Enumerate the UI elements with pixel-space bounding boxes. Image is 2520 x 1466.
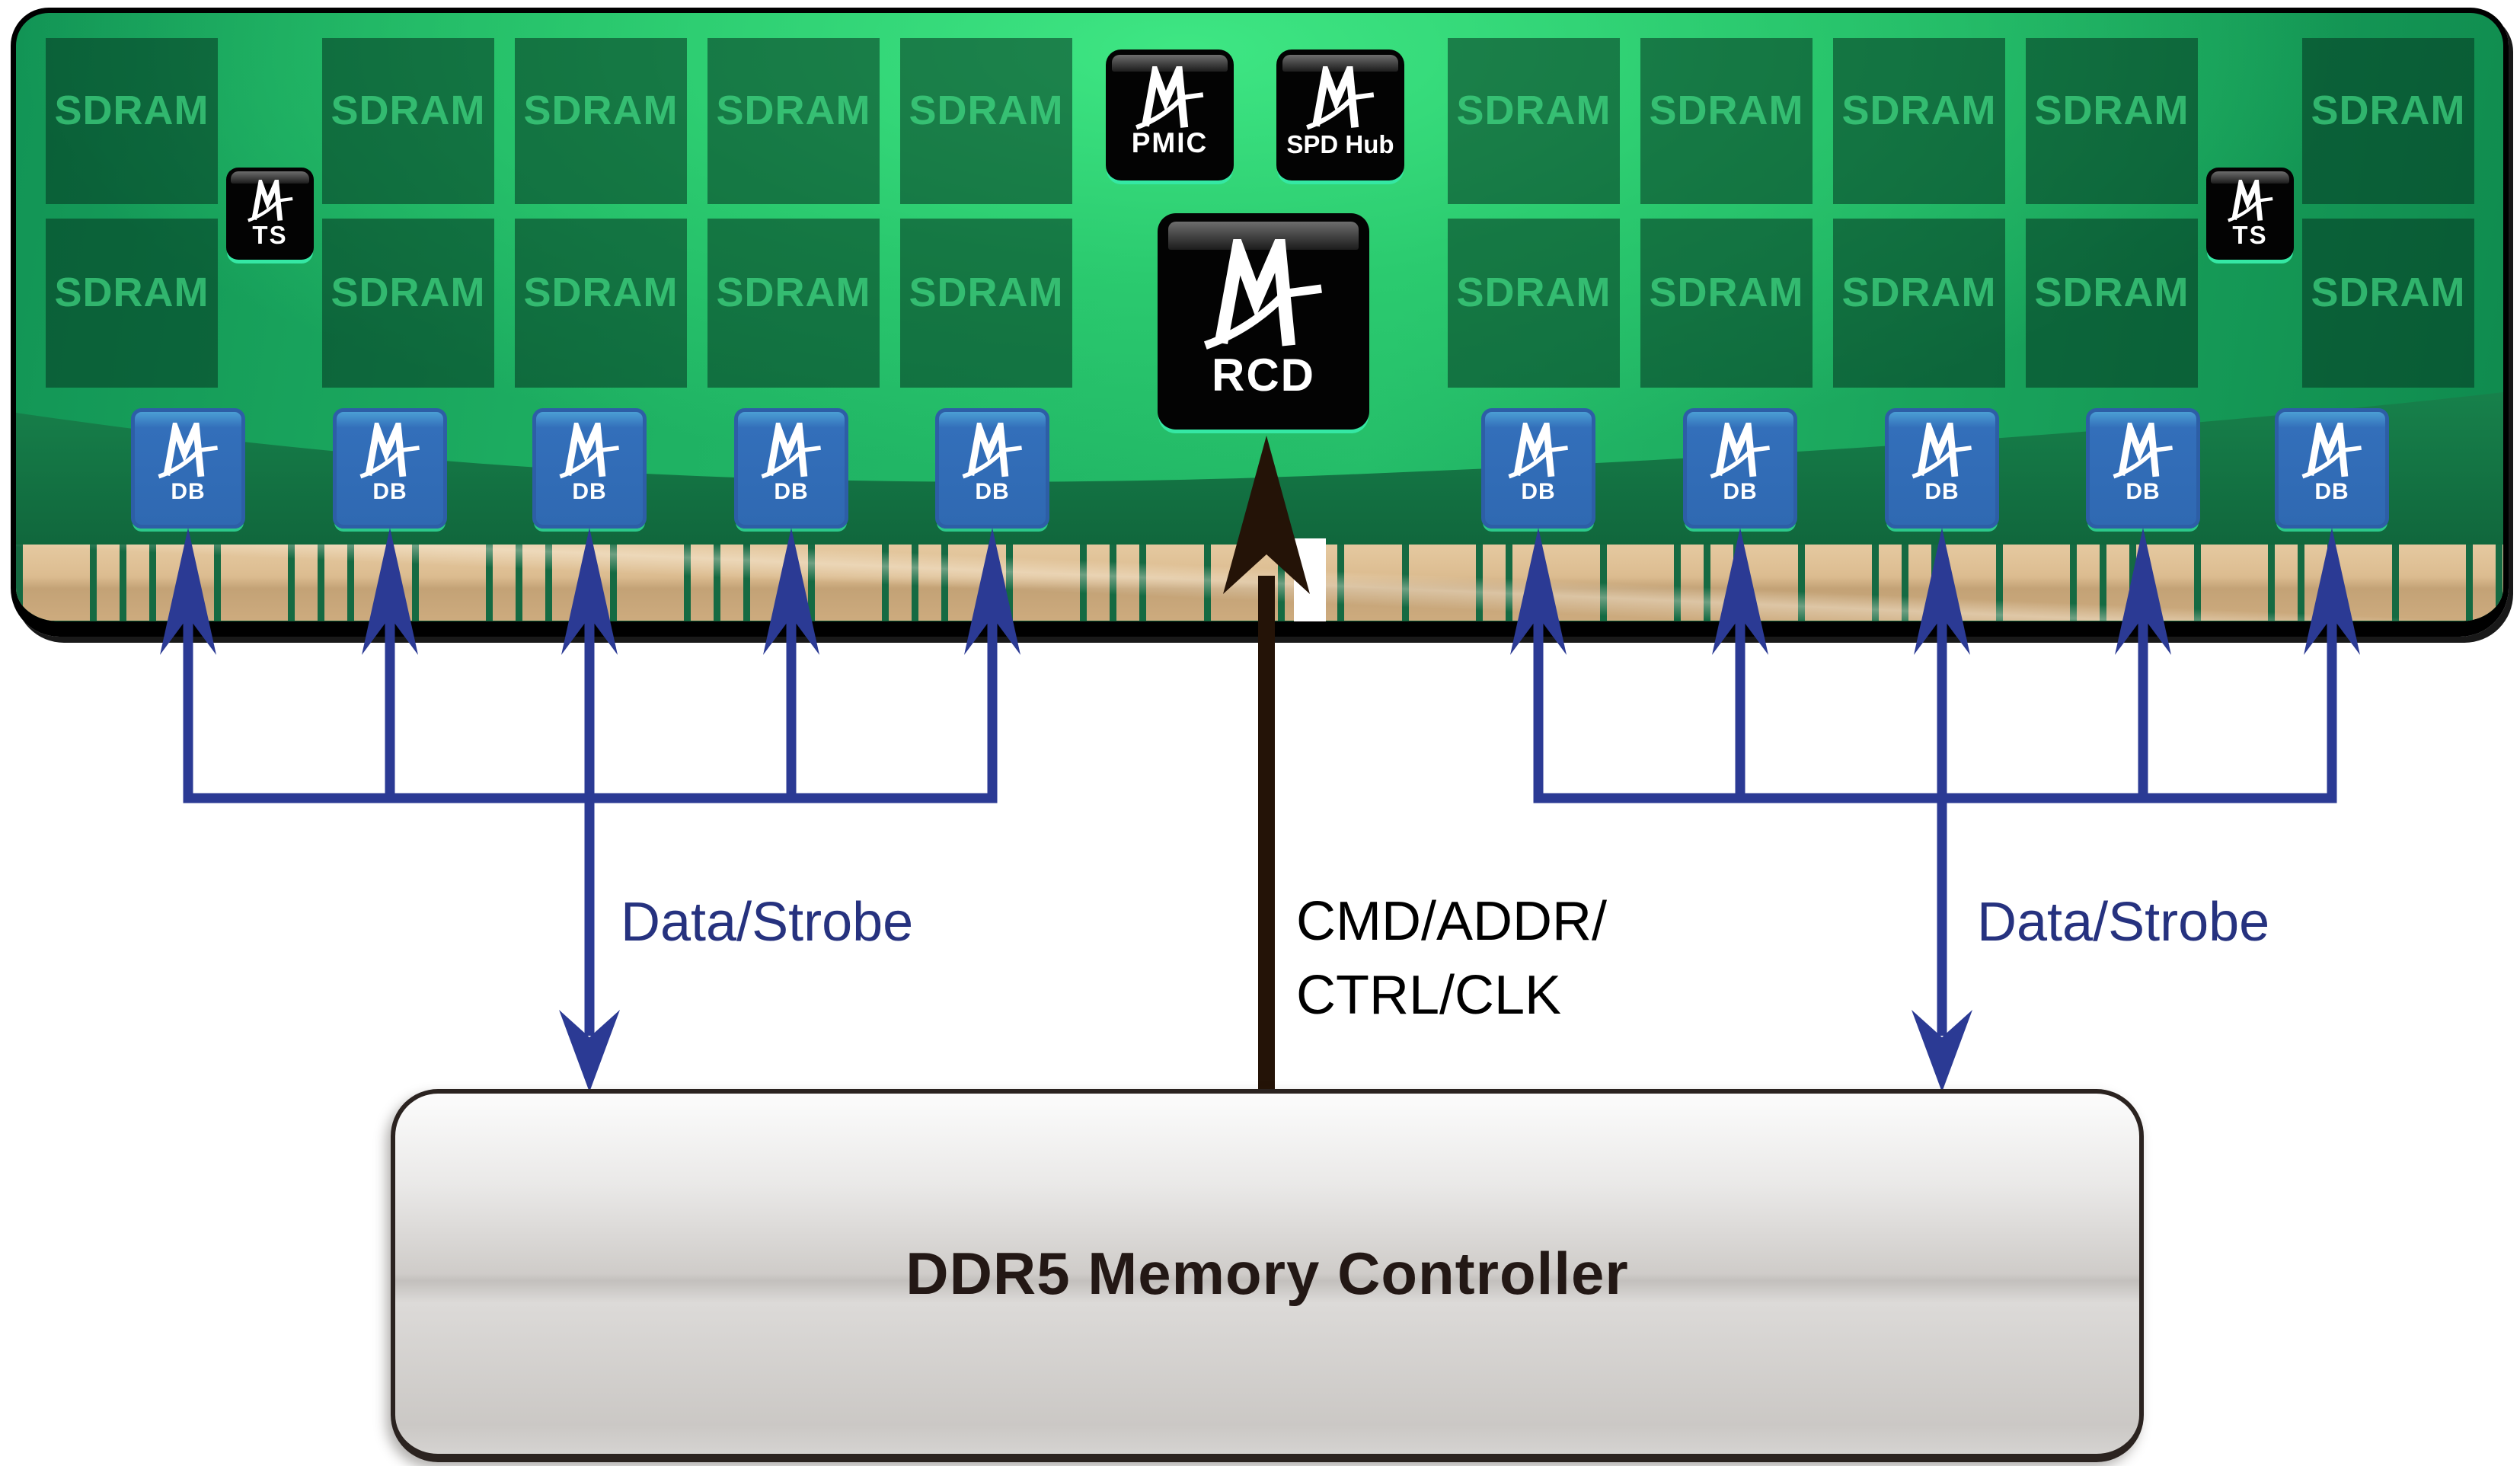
dimm-module: SDRAM SDRAM SDRAM SDRAM SDRAM SDRAM SDRA… — [11, 8, 2509, 637]
montage-logo-icon — [2300, 423, 2364, 479]
cmd-addr-line2: CTRL/CLK — [1296, 965, 1562, 1026]
sdram-chip: SDRAM — [900, 219, 1072, 388]
cmd-addr-line1: CMD/ADDR/ — [1296, 891, 1607, 952]
sdram-chip: SDRAM — [1640, 219, 1813, 388]
montage-logo-icon — [1133, 66, 1206, 130]
montage-logo-icon — [247, 180, 294, 222]
sdram-chip: SDRAM — [46, 219, 218, 388]
spd-hub-chip: SPD Hub — [1276, 50, 1404, 180]
sdram-chip: SDRAM — [1448, 219, 1620, 388]
ts-chip: TS — [226, 168, 314, 260]
pmic-chip: PMIC — [1106, 50, 1234, 180]
montage-logo-icon — [358, 423, 422, 479]
data-strobe-label-left: Data/Strobe — [621, 892, 914, 953]
ts-chip: TS — [2206, 168, 2294, 260]
connector-key-notch — [1294, 538, 1326, 621]
db-chip: DB — [734, 408, 848, 529]
sdram-chip: SDRAM — [515, 38, 687, 204]
sdram-chip: SDRAM — [900, 38, 1072, 204]
data-strobe-label-right: Data/Strobe — [1977, 892, 2270, 953]
db-chip: DB — [1683, 408, 1797, 529]
sdram-chip: SDRAM — [1833, 38, 2005, 204]
memory-controller-box: DDR5 Memory Controller — [391, 1089, 2144, 1462]
db-chip: DB — [1481, 408, 1595, 529]
sdram-chip: SDRAM — [322, 38, 494, 204]
sdram-chip: SDRAM — [2026, 219, 2198, 388]
montage-logo-icon — [1199, 239, 1327, 350]
sdram-chip: SDRAM — [1448, 38, 1620, 204]
montage-logo-icon — [2227, 180, 2274, 222]
montage-logo-icon — [557, 423, 621, 479]
sdram-chip: SDRAM — [322, 219, 494, 388]
rcd-chip: RCD — [1158, 213, 1369, 430]
sdram-chip: SDRAM — [515, 219, 687, 388]
db-chip: DB — [935, 408, 1049, 529]
cmd-addr-ctrl-clk-label: CMD/ADDR/ CTRL/CLK — [1296, 885, 1607, 1033]
sdram-chip: SDRAM — [46, 38, 218, 204]
montage-logo-icon — [1910, 423, 1974, 479]
montage-logo-icon — [960, 423, 1024, 479]
sdram-chip: SDRAM — [707, 219, 880, 388]
db-chip: DB — [532, 408, 647, 529]
sdram-chip: SDRAM — [1833, 219, 2005, 388]
montage-logo-icon — [1506, 423, 1570, 479]
sdram-chip: SDRAM — [2302, 219, 2474, 388]
db-chip: DB — [2086, 408, 2200, 529]
sdram-chip: SDRAM — [707, 38, 880, 204]
db-chip: DB — [1885, 408, 1999, 529]
db-chip: DB — [333, 408, 447, 529]
montage-logo-icon — [156, 423, 220, 479]
montage-logo-icon — [1708, 423, 1772, 479]
connector-gold-fingers — [16, 545, 2503, 621]
db-chip: DB — [131, 408, 245, 529]
sdram-chip: SDRAM — [2026, 38, 2198, 204]
montage-logo-icon — [759, 423, 823, 479]
montage-logo-icon — [2111, 423, 2175, 479]
memory-controller-title: DDR5 Memory Controller — [905, 1240, 1629, 1307]
db-chip: DB — [2275, 408, 2389, 529]
sdram-chip: SDRAM — [1640, 38, 1813, 204]
sdram-chip: SDRAM — [2302, 38, 2474, 204]
montage-logo-icon — [1304, 66, 1377, 130]
